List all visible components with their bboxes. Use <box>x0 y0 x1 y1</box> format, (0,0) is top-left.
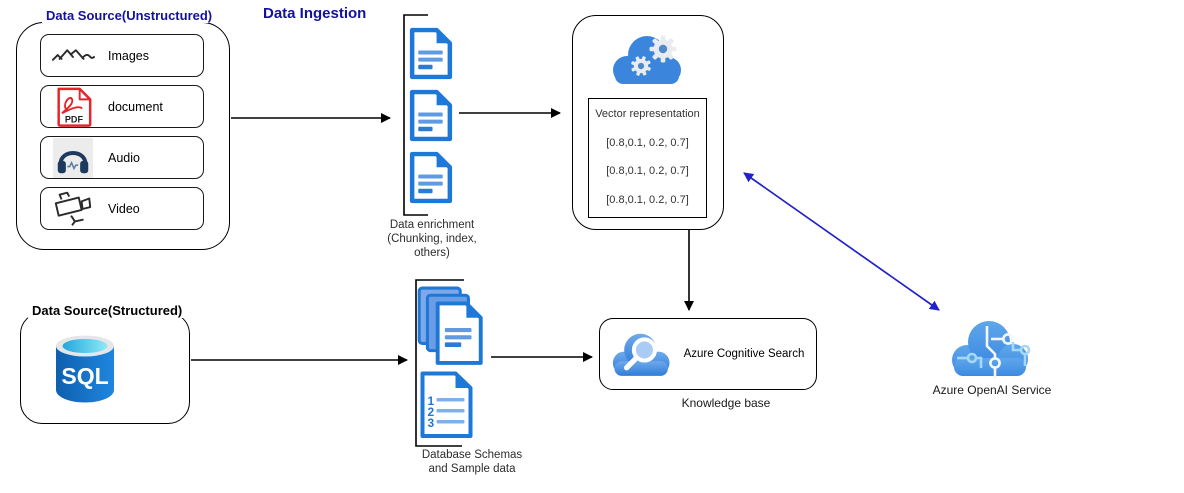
azure-openai-cloud-icon <box>952 321 1031 378</box>
document-icon-3 <box>409 151 453 204</box>
diagram-title: Data Ingestion <box>263 5 367 22</box>
unstructured-group-box: Images PDF document <box>16 22 230 250</box>
numbered-list-document-icon: 1 2 3 <box>420 371 473 438</box>
vector-row-2: [0.8,0.1, 0.2, 0.7] <box>606 165 689 177</box>
vector-row-1: [0.8,0.1, 0.2, 0.7] <box>606 136 689 149</box>
document-icon-1 <box>409 27 453 80</box>
headphones-icon <box>50 137 96 178</box>
unstructured-group-label: Data Source(Unstructured) <box>42 8 217 23</box>
item-images-label: Images <box>108 48 149 63</box>
enrichment-line3: others) <box>414 247 450 259</box>
sql-label: SQL <box>61 363 108 389</box>
enrichment-line2: (Chunking, index, <box>387 233 477 245</box>
enrichment-caption: Data enrichment (Chunking, index, others… <box>368 218 496 260</box>
item-document: PDF document <box>40 85 204 128</box>
stacked-documents-icon <box>417 286 483 365</box>
db-schemas-caption: Database Schemas and Sample data <box>402 448 542 476</box>
sql-database-icon: SQL <box>56 335 114 403</box>
item-audio-label: Audio <box>108 150 140 165</box>
db-schemas-line2: and Sample data <box>428 463 516 475</box>
vector-row-3: [0.8,0.1, 0.2, 0.7] <box>606 193 689 206</box>
cloud-search-icon <box>612 333 670 376</box>
db-schemas-line1: Database Schemas <box>421 449 523 461</box>
vector-box-title: Vector representation <box>595 108 700 120</box>
azure-cognitive-search-label: Azure Cognitive Search <box>683 348 805 360</box>
item-audio: Audio <box>40 136 204 179</box>
arrow-vector-openai-bidirectional <box>743 172 940 311</box>
azure-openai-label: Azure OpenAI Service <box>932 383 1052 397</box>
vectorization-group-box: Vector representation [0.8,0.1, 0.2, 0.7… <box>572 15 724 230</box>
pdf-icon: PDF <box>50 87 96 127</box>
item-document-label: document <box>108 99 163 114</box>
item-video-label: Video <box>108 201 140 216</box>
vector-representation-box: Vector representation [0.8,0.1, 0.2, 0.7… <box>588 98 707 218</box>
enrichment-line1: Data enrichment <box>389 219 475 231</box>
item-images: Images <box>40 34 204 77</box>
svg-text:3: 3 <box>428 416 435 430</box>
document-icon-2 <box>409 89 453 142</box>
azure-cognitive-search-node: Azure Cognitive Search <box>599 318 817 390</box>
structured-group-label: Data Source(Structured) <box>28 303 187 318</box>
structured-group-box: SQL <box>20 312 190 424</box>
cloud-gears-icon <box>613 35 681 84</box>
mountain-image-icon <box>50 36 96 76</box>
svg-text:PDF: PDF <box>65 114 84 124</box>
video-camera-icon <box>50 189 96 229</box>
item-video: Video <box>40 187 204 230</box>
knowledge-base-caption: Knowledge base <box>681 396 771 410</box>
